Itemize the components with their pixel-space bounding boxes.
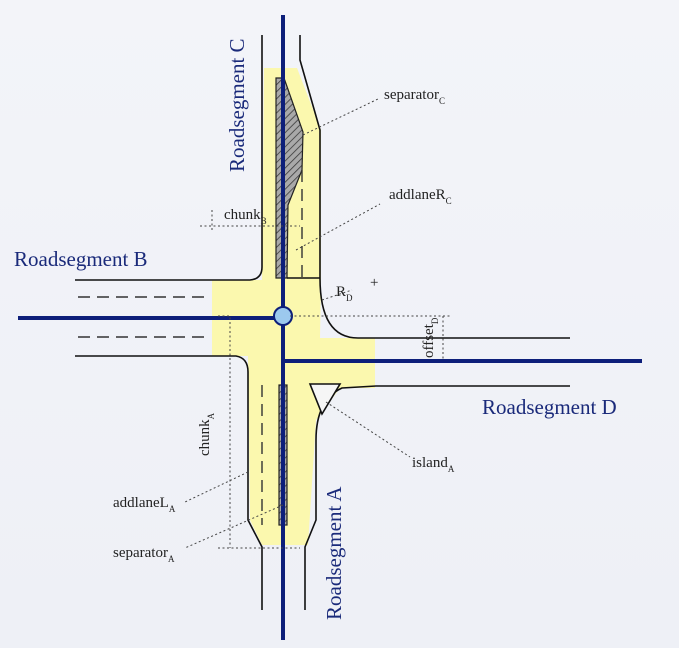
chunk-b-label: chunkB [224,207,267,226]
chunk-a-label: chunkA [197,412,216,456]
addlane-l-a-leader [184,471,249,503]
road-d-top-edge [319,277,570,339]
junction-node [273,306,293,326]
offset-d-label: offsetD [421,317,440,358]
separator-c-label: separatorC [384,87,445,106]
chunk-a-dimension [218,315,300,549]
island-a-label: islandA [412,455,455,474]
plus-marker: + [370,275,378,291]
island-a [308,383,342,416]
road-b-label: Roadsegment B [14,247,148,271]
r-d-leader [321,289,353,301]
chunk-b-dimension [200,210,300,232]
junction-area [212,68,375,545]
road-a-label: Roadsegment A [322,486,346,620]
road-c-left-edge [212,35,263,281]
addlane-r-c-label: addlaneRC [389,187,452,206]
offset-d-dimension [290,315,452,361]
r-d-label: RD [336,284,353,303]
road-c-right-edge [299,35,321,278]
road-c-label: Roadsegment C [225,38,249,172]
addlane-l-a-label: addlaneLA [113,495,176,514]
road-b-junction-corner [212,355,263,610]
road-d-label: Roadsegment D [482,395,617,419]
island-a-leader [325,401,411,458]
separator-a-label: separatorA [113,545,175,564]
separator-c-leader [302,97,381,136]
